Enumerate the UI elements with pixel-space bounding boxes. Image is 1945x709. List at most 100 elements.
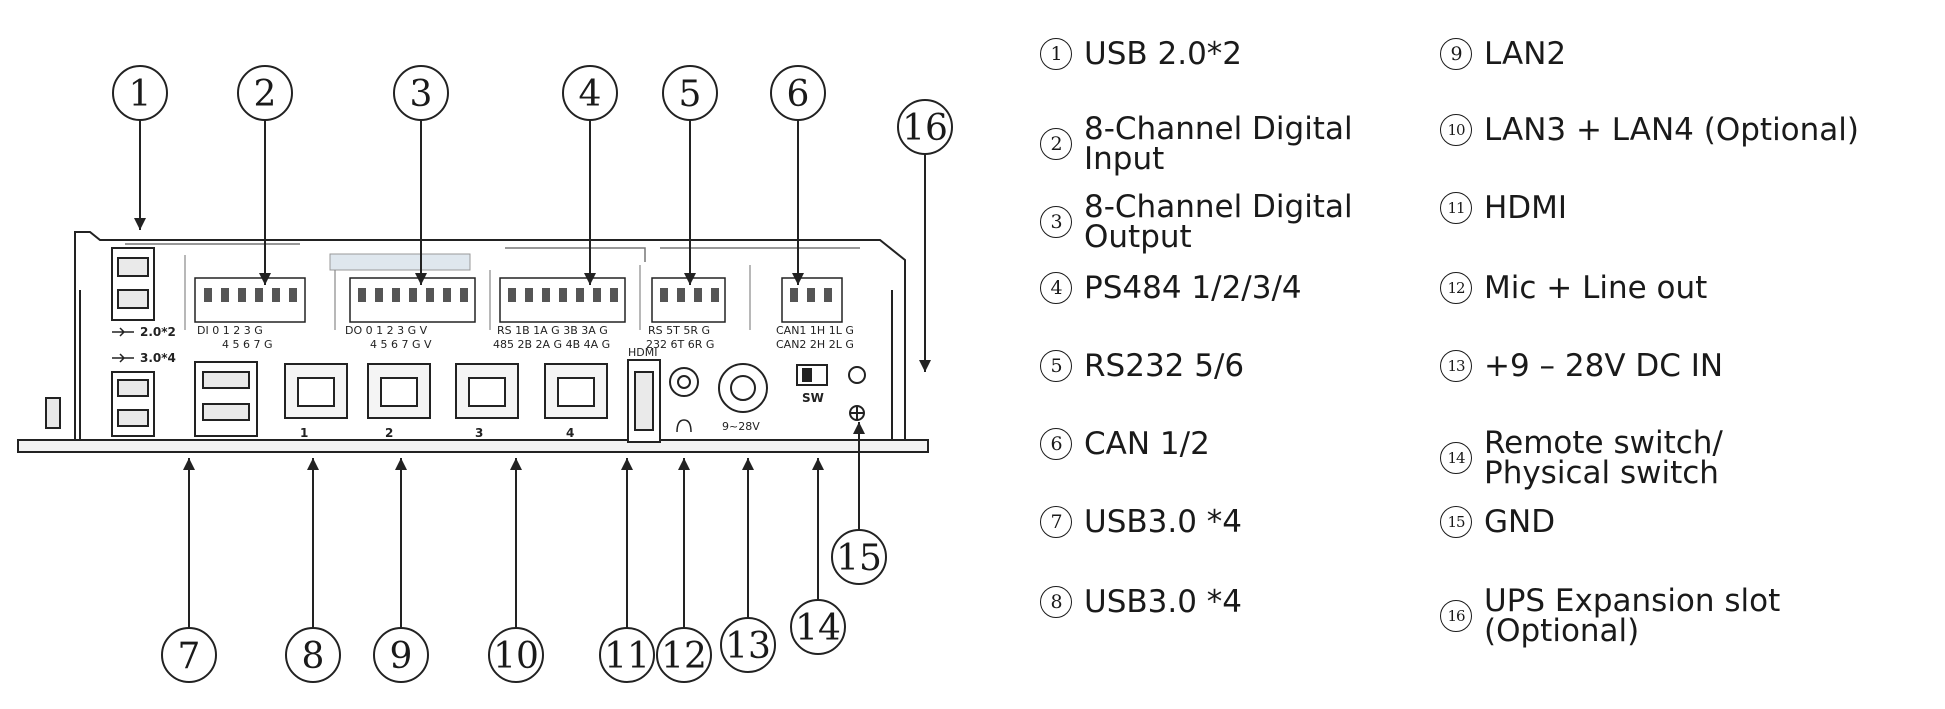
callout-circle [285, 627, 341, 683]
callout-number: 8 [302, 636, 325, 677]
legend-number: 4 [1040, 272, 1072, 304]
legend-item: 3 8-Channel Digital Output [1040, 189, 1353, 255]
legend-number: 12 [1440, 272, 1472, 304]
arrow-head-icon [853, 422, 865, 434]
legend-text: GND [1484, 504, 1556, 540]
hdmi-label: HDMI [628, 346, 657, 359]
legend-text: +9 – 28V DC IN [1484, 348, 1724, 384]
legend-text: UPS Expansion slot (Optional) [1484, 583, 1781, 649]
legend-number: 14 [1440, 442, 1472, 474]
arrow-head-icon [415, 273, 427, 285]
callout-number: 16 [902, 108, 948, 149]
arrow-head-icon [812, 458, 824, 470]
callout-number: 1 [129, 74, 152, 115]
legend-number: 7 [1040, 506, 1072, 538]
hdmi-port [627, 359, 661, 443]
legend-item: 11 HDMI [1440, 192, 1567, 224]
legend-text: 8-Channel Digital Input [1084, 111, 1353, 177]
legend-item: 1 USB 2.0*2 [1040, 38, 1242, 70]
legend-item: 7 USB3.0 *4 [1040, 506, 1242, 538]
callout-circle [831, 529, 887, 585]
legend-item: 16 UPS Expansion slot (Optional) [1440, 583, 1781, 649]
arrow-head-icon [621, 458, 633, 470]
usb20-ports [111, 247, 155, 321]
legend-item: 6 CAN 1/2 [1040, 428, 1210, 460]
gnd-screw [848, 366, 866, 421]
terminal-pins [204, 288, 832, 302]
callout-circle [897, 99, 953, 155]
arrow-head-icon [510, 458, 522, 470]
callout-number: 7 [178, 636, 201, 677]
legend-number: 16 [1440, 600, 1472, 632]
lan-ports [284, 363, 608, 419]
arrow-head-icon [134, 218, 146, 230]
callout-circle [790, 599, 846, 655]
callout-number: 4 [579, 74, 602, 115]
legend-item: 13 +9 – 28V DC IN [1440, 350, 1723, 382]
can-label-bottom: CAN2 2H 2L G [776, 338, 854, 351]
arrow-head-icon [742, 458, 754, 470]
callout-circle [393, 65, 449, 121]
power-switch [796, 364, 828, 386]
legend-text: PS484 1/2/3/4 [1084, 270, 1302, 306]
callout-circle [488, 627, 544, 683]
lan-number-2: 2 [385, 426, 393, 440]
callout-circle [112, 65, 168, 121]
legend-item: 9 LAN2 [1440, 38, 1566, 70]
legend-number: 3 [1040, 206, 1072, 238]
callout-circle [662, 65, 718, 121]
callout-number: 13 [725, 626, 771, 667]
legend-number: 9 [1440, 38, 1472, 70]
callout-leaders [134, 120, 931, 628]
legend-text: LAN2 [1484, 36, 1567, 72]
legend-number: 6 [1040, 428, 1072, 460]
callout-number: 5 [679, 74, 702, 115]
legend-number: 13 [1440, 350, 1472, 382]
legend-item: 12 Mic + Line out [1440, 272, 1707, 304]
headset-icon [676, 419, 692, 433]
rs485-label-top: RS 1B 1A G 3B 3A G [497, 324, 608, 337]
callout-circle [237, 65, 293, 121]
arrow-head-icon [684, 273, 696, 285]
arrow-head-icon [678, 458, 690, 470]
legend-text: USB3.0 *4 [1084, 504, 1243, 540]
usb30-ports [111, 361, 258, 437]
lan-number-3: 3 [475, 426, 483, 440]
lan-number-1: 1 [300, 426, 308, 440]
usb30-label: 3.0*4 [140, 351, 176, 365]
callout-number: 15 [836, 538, 882, 579]
do-label-bottom: 4 5 6 7 G V [370, 338, 432, 351]
legend-number: 11 [1440, 192, 1472, 224]
di-label-bottom: 4 5 6 7 G [222, 338, 273, 351]
callout-number: 3 [410, 74, 433, 115]
legend-number: 1 [1040, 38, 1072, 70]
callout-circle [373, 627, 429, 683]
legend-text: Mic + Line out [1484, 270, 1708, 306]
callout-number: 9 [390, 636, 413, 677]
callout-number: 2 [254, 74, 277, 115]
callout-circle [770, 65, 826, 121]
callout-circle [562, 65, 618, 121]
usb20-label: 2.0*2 [140, 325, 176, 339]
arrow-head-icon [584, 273, 596, 285]
legend-text: RS232 5/6 [1084, 348, 1245, 384]
usb-symbol-icon [112, 327, 134, 363]
arrow-head-icon [307, 458, 319, 470]
legend-number: 5 [1040, 350, 1072, 382]
rs232-label-bottom: 232 6T 6R G [646, 338, 714, 351]
legend-text: CAN 1/2 [1084, 426, 1210, 462]
legend-text: HDMI [1484, 190, 1568, 226]
callout-number: 14 [795, 608, 841, 649]
dcin-label: 9~28V [722, 420, 760, 433]
callout-circle [161, 627, 217, 683]
callout-circle [720, 617, 776, 673]
arrow-head-icon [792, 273, 804, 285]
legend-text: USB 2.0*2 [1084, 36, 1243, 72]
legend-number: 8 [1040, 586, 1072, 618]
callout-number: 12 [661, 636, 707, 677]
legend-text: 8-Channel Digital Output [1084, 189, 1353, 255]
